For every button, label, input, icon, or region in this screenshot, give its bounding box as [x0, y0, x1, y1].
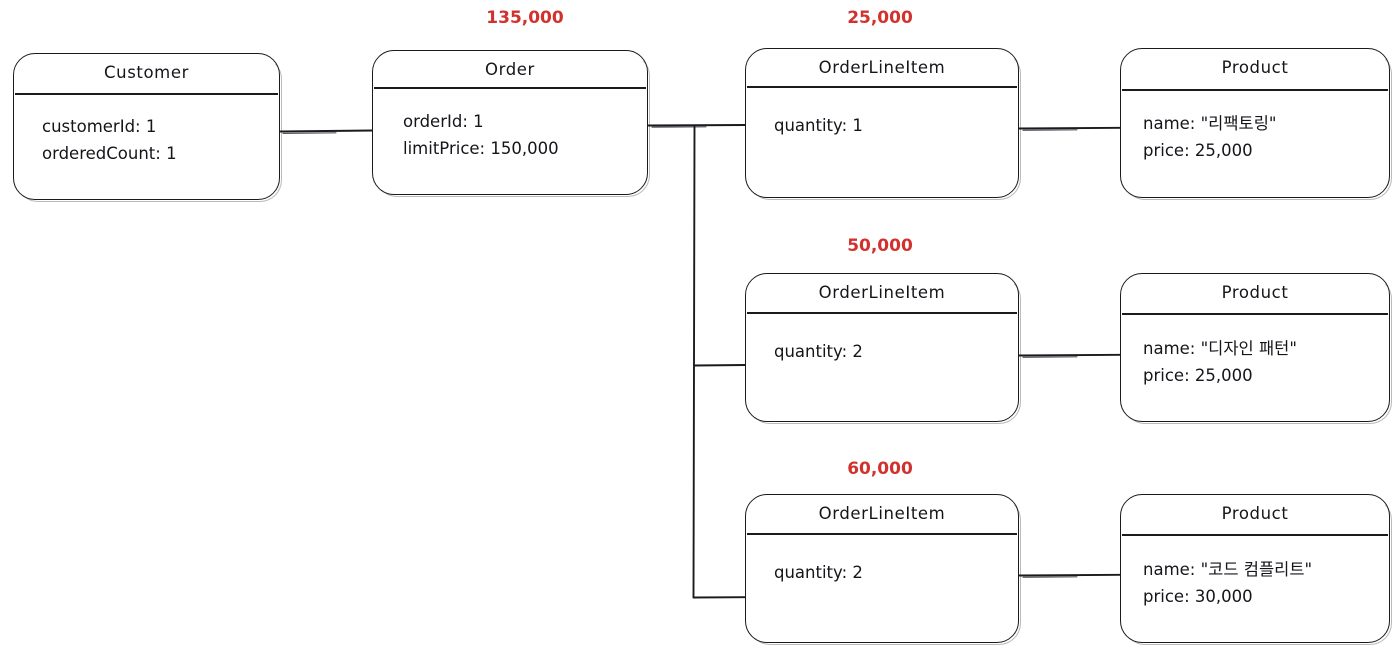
node-order-line-item-3-title: OrderLineItem — [818, 504, 946, 523]
node-product-2-divider — [1122, 313, 1388, 315]
node-order[interactable]: Order orderId: 1 limitPrice: 150,000 — [372, 50, 650, 197]
attribute: customerId: 1 — [42, 117, 157, 136]
attribute: name: "코드 컴플리트" — [1143, 560, 1313, 579]
node-order-line-item-3[interactable]: OrderLineItem quantity: 2 — [745, 494, 1021, 645]
node-product-2-attributes: name: "디자인 패턴" price: 25,000 — [1143, 336, 1377, 389]
edge-trunk-vertical — [692, 125, 696, 599]
node-order-line-item-3-divider — [747, 533, 1017, 535]
label-order-total: 135,000 — [486, 8, 564, 28]
node-product-1-divider — [1122, 89, 1388, 91]
node-order-line-item-3-attributes: quantity: 2 — [774, 560, 1006, 587]
node-order-title: Order — [485, 60, 535, 79]
attribute: price: 25,000 — [1143, 140, 1253, 160]
attribute: orderId: 1 — [403, 112, 484, 131]
node-product-3-title: Product — [1221, 504, 1289, 523]
label-line-total-1: 25,000 — [847, 8, 913, 28]
node-product-1-attributes: name: "리팩토링" price: 25,000 — [1143, 111, 1377, 164]
node-order-attributes: orderId: 1 limitPrice: 150,000 — [403, 109, 635, 162]
edge-item1-product1 — [1018, 126, 1122, 130]
node-product-3[interactable]: Product name: "코드 컴플리트" price: 30,000 — [1120, 494, 1392, 645]
node-product-1-title: Product — [1221, 58, 1289, 77]
label-line-total-2: 50,000 — [847, 236, 913, 256]
attribute: orderedCount: 1 — [42, 143, 177, 163]
attribute: name: "리팩토링" — [1143, 114, 1277, 133]
edge-customer-order — [279, 129, 374, 133]
node-order-divider — [374, 87, 646, 89]
attribute: price: 30,000 — [1143, 586, 1253, 606]
node-product-2-title: Product — [1221, 283, 1289, 302]
edge-order-trunk — [647, 124, 747, 127]
node-customer[interactable]: Customer customerId: 1 orderedCount: 1 — [13, 53, 282, 202]
node-customer-title: Customer — [104, 63, 189, 82]
attribute: price: 25,000 — [1143, 365, 1253, 385]
node-customer-divider — [15, 93, 278, 95]
attribute: name: "디자인 패턴" — [1143, 339, 1297, 358]
attribute: quantity: 1 — [774, 116, 863, 135]
attribute: quantity: 2 — [774, 563, 863, 582]
node-order-line-item-2-title: OrderLineItem — [818, 283, 946, 302]
node-order-line-item-2-attributes: quantity: 2 — [774, 339, 1006, 366]
label-line-total-3: 60,000 — [847, 459, 913, 479]
node-order-line-item-2[interactable]: OrderLineItem quantity: 2 — [745, 273, 1021, 424]
node-product-1[interactable]: Product name: "리팩토링" price: 25,000 — [1120, 48, 1392, 200]
node-product-3-divider — [1122, 534, 1388, 536]
attribute: quantity: 2 — [774, 342, 863, 361]
node-product-3-attributes: name: "코드 컴플리트" price: 30,000 — [1143, 557, 1377, 610]
node-customer-attributes: customerId: 1 orderedCount: 1 — [42, 114, 267, 167]
node-product-2[interactable]: Product name: "디자인 패턴" price: 25,000 — [1120, 273, 1392, 424]
attribute: limitPrice: 150,000 — [403, 138, 559, 158]
node-order-line-item-1[interactable]: OrderLineItem quantity: 1 — [745, 48, 1021, 200]
node-order-line-item-2-divider — [747, 312, 1017, 314]
node-order-line-item-1-divider — [747, 86, 1017, 88]
node-order-line-item-1-attributes: quantity: 1 — [774, 113, 1006, 140]
edge-trunk-item2 — [693, 364, 747, 367]
edge-item3-product3 — [1018, 573, 1122, 577]
node-order-line-item-1-title: OrderLineItem — [818, 58, 946, 77]
edge-item2-product2 — [1018, 353, 1122, 357]
